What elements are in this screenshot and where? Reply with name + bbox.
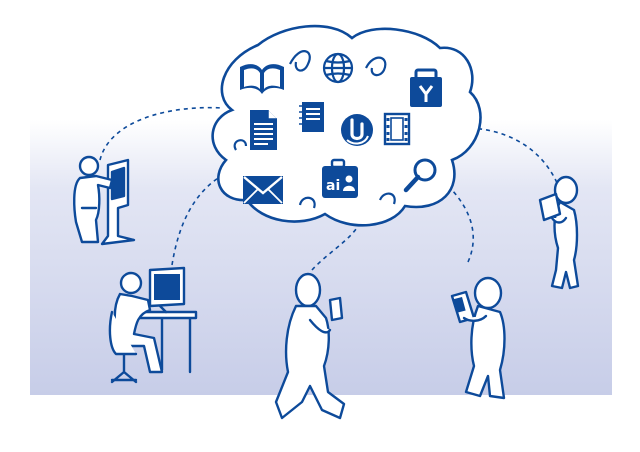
connection-line-tablet [469,127,561,191]
person-at-kiosk [73,155,136,246]
notebook-icon [299,102,324,132]
id-badge-text: ai [326,178,340,194]
person-with-handheld-device [450,276,506,400]
person-with-tablet [538,175,580,290]
film-strip-icon [383,112,411,146]
magnifier-icon [403,158,437,193]
person-walking-with-phone [274,272,346,420]
tablet-device [538,192,562,222]
book-icon [240,64,284,94]
document-icon [250,110,277,150]
globe-icon [322,52,354,84]
office-chair [108,310,138,384]
walker-phone [328,296,344,322]
cloud-loops [233,50,396,209]
connection-line-handheld [451,189,475,263]
envelope-icon [243,176,283,204]
connection-line-kiosk [99,106,223,161]
connection-line-walker [311,214,363,271]
swirl-logo-icon [341,114,373,146]
person-at-desktop-computer [108,266,198,384]
briefcase-icon [410,68,442,107]
id-badge-icon: ai [322,158,358,198]
